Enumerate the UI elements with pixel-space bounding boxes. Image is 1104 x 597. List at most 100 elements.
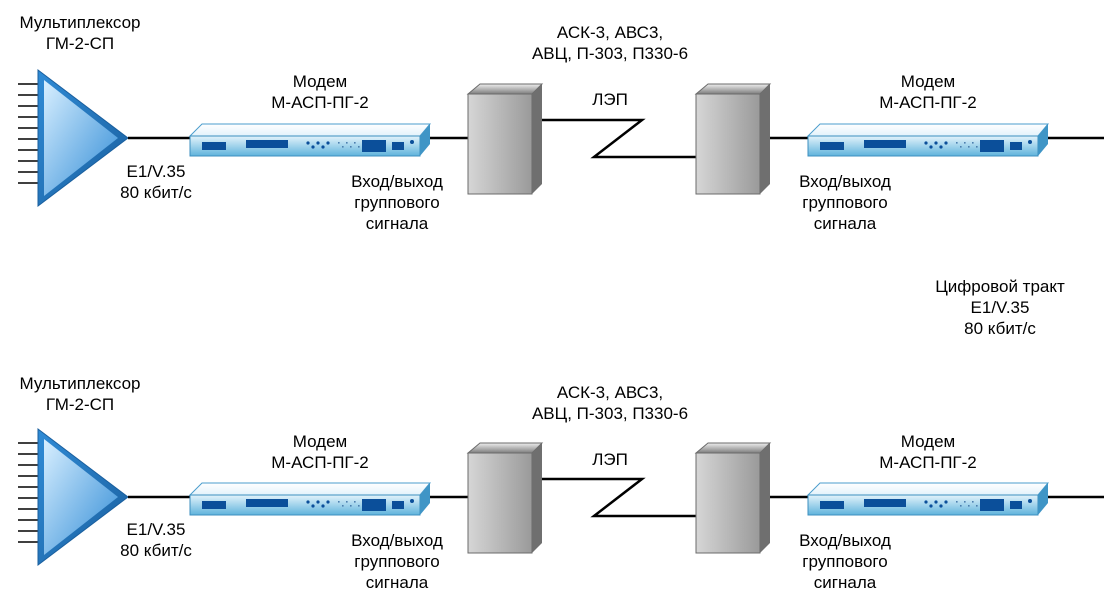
modem-led	[311, 504, 315, 508]
modem-port	[1010, 142, 1022, 150]
modem-display	[864, 140, 906, 148]
modem-led	[350, 505, 352, 507]
modem-port	[980, 140, 1004, 152]
modem-led	[976, 146, 978, 148]
modem-icon	[806, 123, 1050, 157]
modem-led	[944, 141, 948, 145]
equipment-front	[695, 452, 761, 554]
modem-led	[410, 140, 414, 144]
power-line-label: ЛЭП	[592, 450, 628, 469]
modem-side	[1038, 483, 1048, 515]
line-equipment-icon	[466, 83, 544, 195]
modem-led	[960, 505, 962, 507]
modem-led	[960, 146, 962, 148]
modem-led	[956, 501, 958, 503]
power-line-link	[542, 477, 696, 518]
equipment-side	[760, 84, 770, 194]
multiplexer-face	[44, 80, 118, 196]
modem-display	[246, 499, 288, 507]
equipment-front	[695, 93, 761, 195]
modem-led	[358, 146, 360, 148]
modem-led	[934, 500, 938, 504]
modem-led	[964, 142, 966, 144]
equipment-side	[532, 443, 542, 553]
modem-led	[972, 142, 974, 144]
multiplexer-icon	[18, 68, 129, 208]
modem-led	[354, 142, 356, 144]
modem-led	[1028, 499, 1032, 503]
modem-led	[321, 504, 325, 508]
modem-led	[939, 145, 943, 149]
line-equipment-icon	[466, 442, 544, 554]
modem-display	[820, 142, 844, 150]
power-line-label: ЛЭП	[592, 90, 628, 109]
modem-led	[338, 501, 340, 503]
modem-led	[354, 501, 356, 503]
modem-led	[306, 500, 310, 504]
modem-led	[326, 500, 330, 504]
modem-display	[202, 142, 226, 150]
modem-port	[362, 140, 386, 152]
equipment-side	[532, 84, 542, 194]
modem-display	[246, 140, 288, 148]
equipment-top	[694, 83, 772, 95]
modem-icon	[188, 482, 432, 516]
modem-led	[342, 146, 344, 148]
modem-port	[980, 499, 1004, 511]
power-line-link	[542, 118, 696, 159]
modem-led	[964, 501, 966, 503]
modem-led	[976, 505, 978, 507]
modem-display	[202, 501, 226, 509]
modem-led	[972, 501, 974, 503]
modem-top	[188, 482, 432, 496]
modem-port	[392, 142, 404, 150]
multiplexer-icon	[18, 427, 129, 567]
equipment-side	[760, 443, 770, 553]
equipment-top	[694, 442, 772, 454]
modem-led	[346, 501, 348, 503]
modem-display	[820, 501, 844, 509]
modem-led	[316, 141, 320, 145]
modem-led	[311, 145, 315, 149]
modem-led	[924, 500, 928, 504]
modem-icon	[806, 482, 1050, 516]
line-equipment-icon	[694, 442, 772, 554]
modem-led	[346, 142, 348, 144]
modem-led	[924, 141, 928, 145]
equipment-label: АСК-3, АВС3,АВЦ, П-303, П330-6	[531, 383, 689, 423]
modem-led	[929, 504, 933, 508]
modem-led	[934, 141, 938, 145]
modem-led	[1028, 140, 1032, 144]
modem-top	[806, 123, 1050, 137]
modem-display	[864, 499, 906, 507]
modem-led	[939, 504, 943, 508]
equipment-front	[467, 93, 533, 195]
modem-side	[420, 483, 430, 515]
modem-led	[338, 142, 340, 144]
modem-led	[929, 145, 933, 149]
modem-led	[358, 505, 360, 507]
equipment-label: АСК-3, АВС3,АВЦ, П-303, П330-6	[531, 23, 689, 63]
modem-led	[316, 500, 320, 504]
modem-led	[410, 499, 414, 503]
line-equipment-icon	[694, 83, 772, 195]
modem-top	[806, 482, 1050, 496]
equipment-top	[466, 442, 544, 454]
modem-port	[1010, 501, 1022, 509]
modem-led	[321, 145, 325, 149]
